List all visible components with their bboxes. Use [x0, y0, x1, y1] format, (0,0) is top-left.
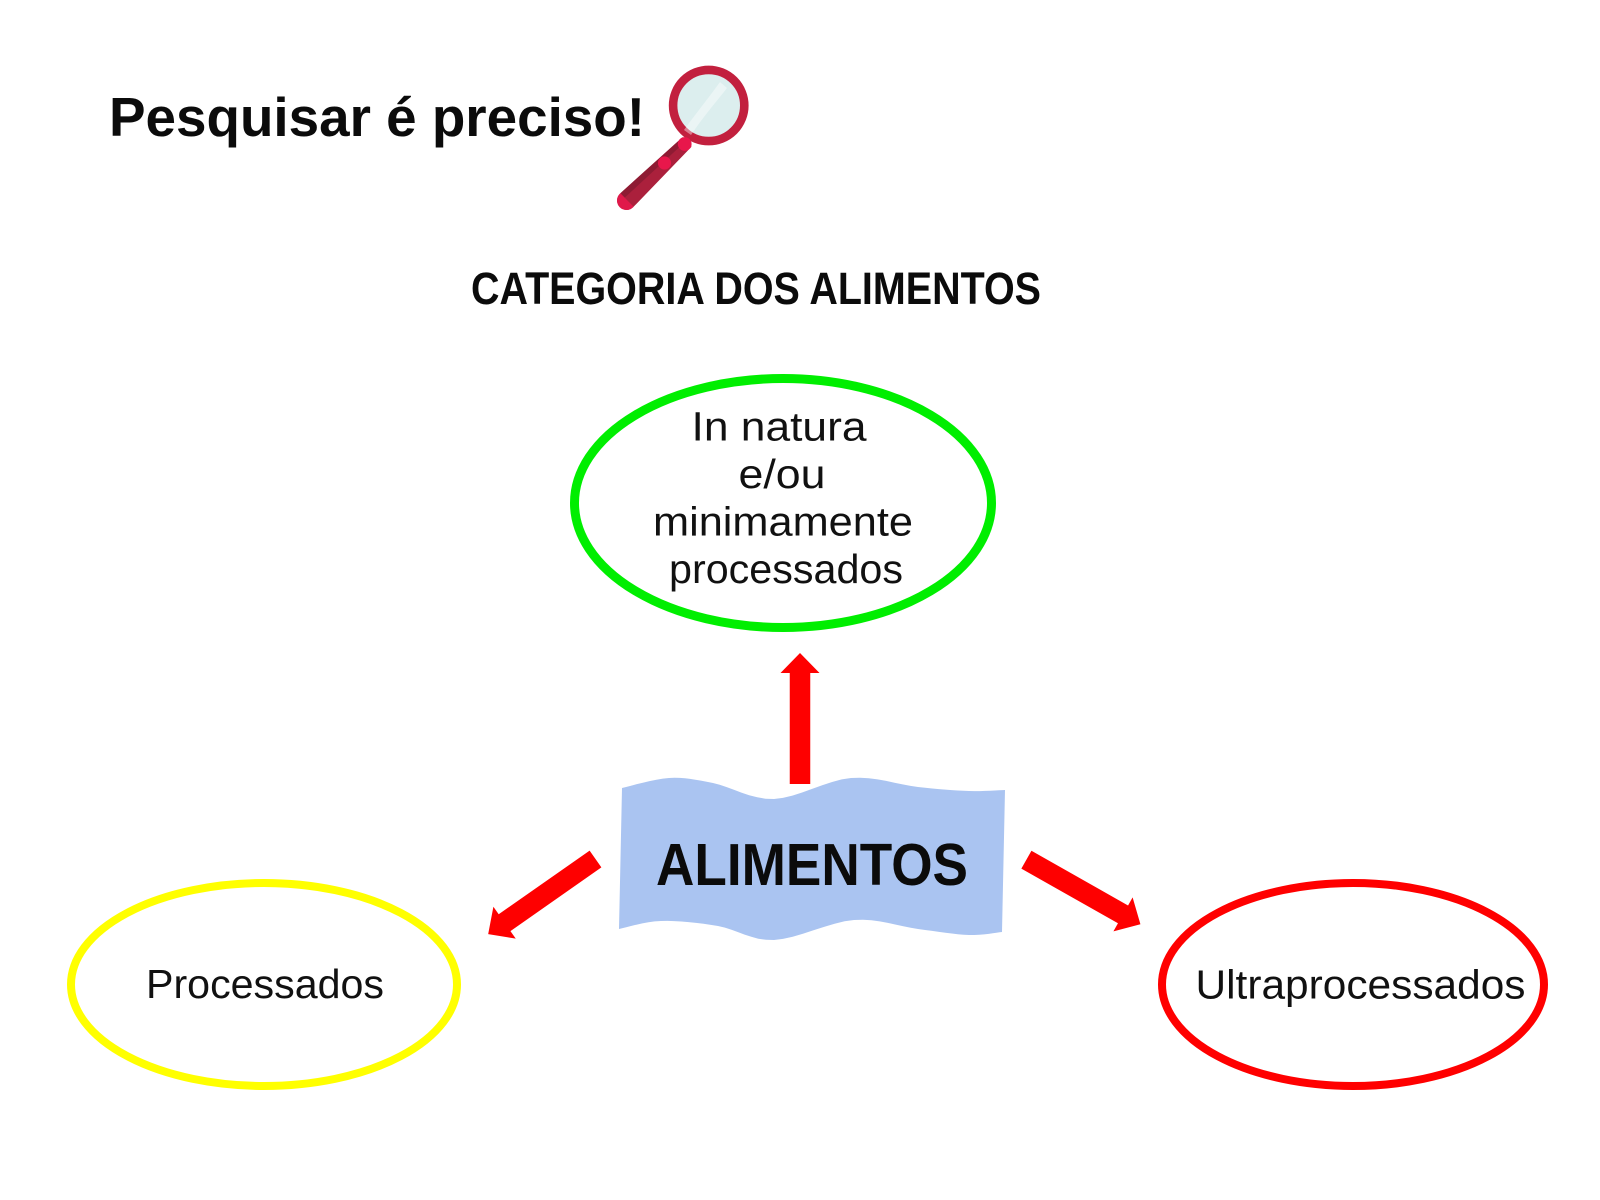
svg-text:e/ou: e/ou [739, 451, 826, 497]
svg-text:processados: processados [669, 546, 903, 592]
svg-text:minimamente: minimamente [653, 499, 913, 545]
svg-text:Processados: Processados [146, 961, 384, 1007]
svg-text:ALIMENTOS: ALIMENTOS [656, 831, 968, 898]
svg-text:Pesquisar é preciso!: Pesquisar é preciso! [109, 86, 645, 148]
svg-text:Ultraprocessados: Ultraprocessados [1196, 961, 1526, 1007]
svg-text:In natura: In natura [692, 404, 867, 450]
svg-text:CATEGORIA DOS ALIMENTOS: CATEGORIA DOS ALIMENTOS [471, 263, 1041, 314]
